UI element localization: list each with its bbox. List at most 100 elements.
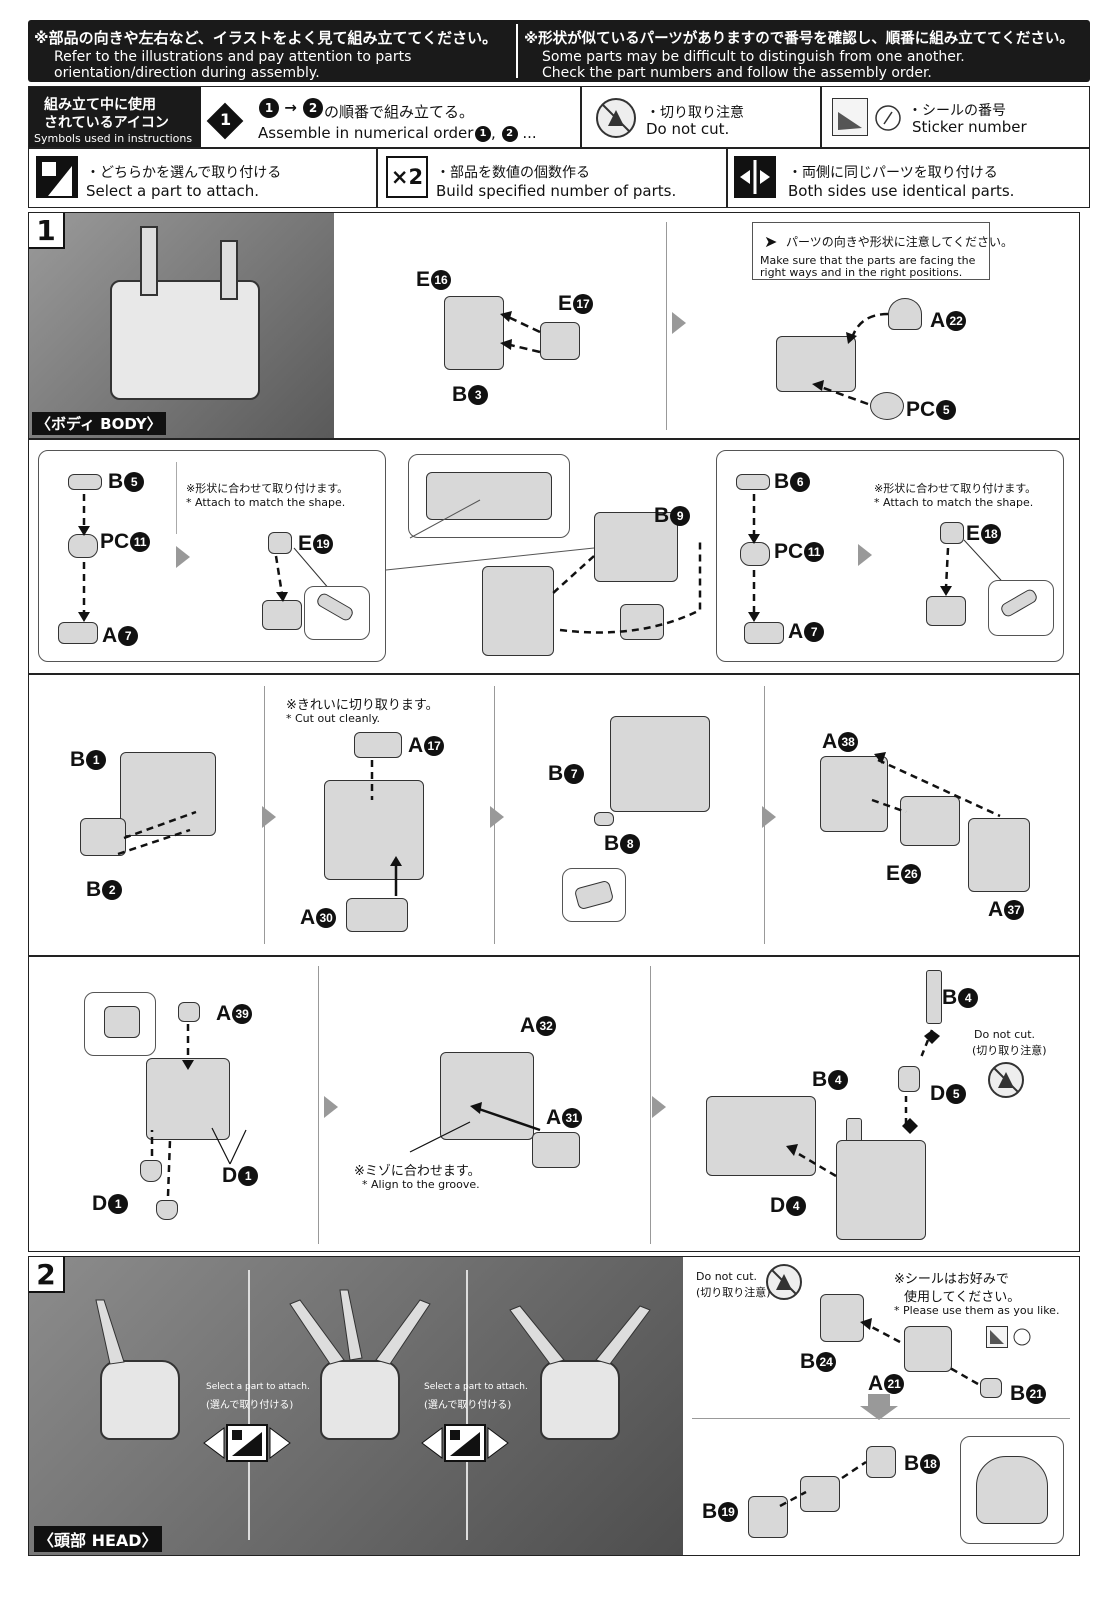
part-a22 xyxy=(888,298,922,330)
part-a30 xyxy=(346,898,408,932)
part-top-view xyxy=(426,472,552,520)
part-torso-a32 xyxy=(440,1052,534,1140)
build-en: Build specified number of parts. xyxy=(436,182,677,200)
hero-divider-1 xyxy=(248,1270,250,1540)
part-a38 xyxy=(820,756,888,832)
head-variant-3 xyxy=(540,1360,620,1440)
row2-divider xyxy=(29,673,1080,675)
header-left-en2: orientation/direction during assembly. xyxy=(54,65,320,81)
part-pc11-right xyxy=(740,542,770,566)
flow-arrow xyxy=(672,312,686,334)
row4-vdiv2 xyxy=(650,966,651,1244)
step2-nocut-jp: (切り取り注意) xyxy=(696,1286,771,1299)
part-d5 xyxy=(898,1066,920,1092)
part-torso-back xyxy=(146,1058,230,1140)
legend-divider-3 xyxy=(376,147,378,208)
part-d1-b xyxy=(156,1200,178,1220)
order-diamond-num: 1 xyxy=(220,110,232,129)
row3-divider xyxy=(29,955,1080,957)
step2-nocut-en: Do not cut. xyxy=(696,1270,758,1283)
part-head-detail xyxy=(976,1456,1048,1524)
part-torso-front xyxy=(324,780,424,880)
step1-hero-cannon-r xyxy=(220,240,238,300)
shape-note-jp-left: ※形状に合わせて取り付けます。 xyxy=(186,482,349,495)
flow-arrow xyxy=(490,806,504,828)
both-en: Both sides use identical parts. xyxy=(788,182,1015,200)
flow-arrow xyxy=(176,546,190,568)
part-a31 xyxy=(532,1132,580,1168)
part-torso-b7 xyxy=(610,716,710,812)
sticker-jp: ・シールの番号 xyxy=(908,103,1006,119)
left-shoulder-divider xyxy=(176,462,177,534)
shape-note-en-right: * Attach to match the shape. xyxy=(874,496,1034,509)
part-b5 xyxy=(68,474,102,490)
order-en-nums: 1, 2 ... xyxy=(474,124,537,142)
part-b6 xyxy=(736,474,770,490)
part-a7-right xyxy=(744,622,784,644)
part-e19 xyxy=(268,532,292,554)
detail-b8 xyxy=(562,868,626,922)
step2-sticker-en: * Please use them as you like. xyxy=(894,1304,1060,1317)
part-chest-assembly xyxy=(776,336,856,392)
part-body-center xyxy=(482,566,554,656)
nocut-note-en: Do not cut. xyxy=(974,1028,1036,1041)
part-a17 xyxy=(354,732,402,758)
sticker-en: Sticker number xyxy=(912,118,1027,136)
row1-divider xyxy=(334,438,1080,440)
part-e17 xyxy=(540,322,580,360)
order-jp: の順番で組み立てる。 xyxy=(324,103,475,121)
part-a37 xyxy=(968,818,1030,892)
select-note-1-jp: (選んで取り付ける) xyxy=(206,1400,294,1411)
part-b8-small xyxy=(594,812,614,826)
step2-sticker-jp1: ※シールはお好みで xyxy=(894,1272,1009,1287)
header-right-jp: ※形状が似ているパーツがありますので番号を確認し、順番に組み立ててください。 xyxy=(524,31,1074,47)
shape-note-en-left: * Attach to match the shape. xyxy=(186,496,346,509)
part-b21 xyxy=(980,1378,1002,1398)
part-a39 xyxy=(178,1002,200,1022)
order-seq-icon: 1 → 2 xyxy=(258,98,324,118)
clean-note-en: * Cut out cleanly. xyxy=(286,712,381,725)
row4-vdiv1 xyxy=(318,966,319,1244)
step2-frame xyxy=(28,1256,1080,1556)
groove-note-jp: ※ミゾに合わせます。 xyxy=(354,1164,481,1179)
part-e18 xyxy=(940,522,964,544)
build-count-icon: ×2 xyxy=(386,156,428,198)
step1-number-box: 1 xyxy=(29,213,65,249)
part-shoulder-joint-right xyxy=(926,596,966,626)
part-b4-top xyxy=(926,970,942,1024)
legend-title-en: Symbols used in instructions xyxy=(34,132,193,145)
both-jp: ・両側に同じパーツを取り付ける xyxy=(788,165,998,181)
header-right-en1: Some parts may be difficult to distingui… xyxy=(542,49,965,65)
nocut-en: Do not cut. xyxy=(646,120,730,138)
